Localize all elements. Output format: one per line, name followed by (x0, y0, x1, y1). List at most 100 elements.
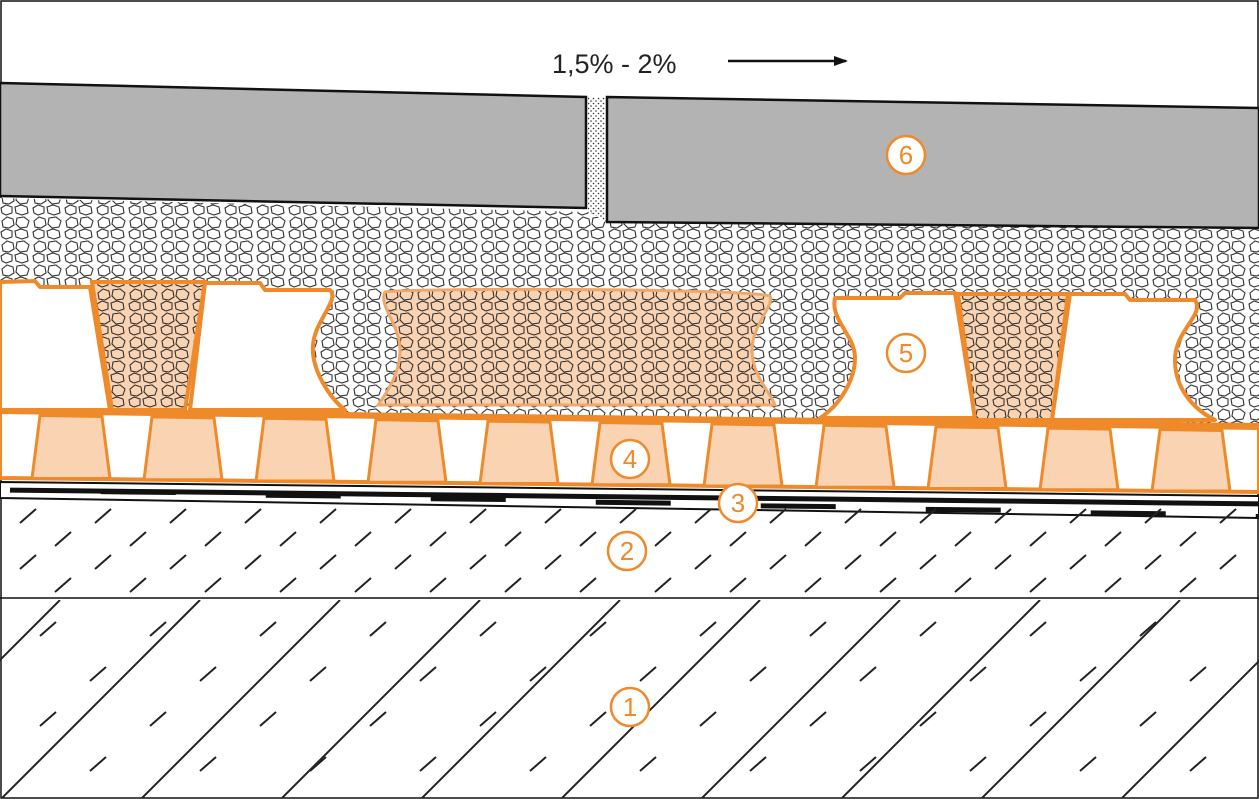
screed-dash (694, 554, 712, 570)
screed-dash (169, 508, 187, 524)
base-dash (1029, 621, 1047, 637)
screed-dash (954, 577, 972, 593)
base-dash (969, 756, 987, 772)
screed-dash (804, 531, 822, 547)
base-dash (859, 666, 877, 682)
base-dash (589, 711, 607, 727)
callout-circle (609, 686, 651, 728)
base-dash (529, 666, 547, 682)
screed-dash (654, 531, 672, 547)
membrane-stripe (339, 491, 506, 499)
screed-dash (1144, 508, 1162, 524)
membrane-stripe (999, 498, 1166, 506)
mat-cup-right (1050, 292, 1217, 422)
screed-dash (204, 531, 222, 547)
drainage-cell (702, 422, 784, 488)
base-dash (639, 666, 657, 682)
screed-dash (694, 508, 712, 524)
screed-dash (279, 577, 297, 593)
screed-dash (844, 508, 862, 524)
drainage-cell (926, 425, 1008, 490)
callout-1: 1 (609, 686, 651, 728)
screed-dash (469, 554, 487, 570)
membrane-stripe (834, 496, 1001, 504)
base-dash (479, 711, 497, 727)
base-diagonal (1120, 659, 1259, 798)
screed-dash (544, 554, 562, 570)
screed-dash (769, 508, 787, 524)
joint-fill (588, 97, 605, 222)
screed-dash (1219, 554, 1237, 570)
callout-number: 3 (731, 488, 745, 518)
screed-dash (54, 531, 72, 547)
screed-dash (1179, 577, 1197, 593)
base-dash (149, 711, 167, 727)
screed-dash (94, 508, 112, 524)
screed-dash (354, 577, 372, 593)
callout-4: 4 (609, 438, 651, 480)
gravel-column-3 (955, 292, 1071, 422)
drainage-cell (814, 423, 896, 489)
membrane-stripe (1164, 500, 1259, 507)
screed-dash (954, 531, 972, 547)
screed-dash (1029, 577, 1047, 593)
screed-dash (169, 554, 187, 570)
base-dash (859, 756, 877, 772)
base-diagonal (0, 600, 61, 662)
base-dash (529, 756, 547, 772)
base-dash (369, 621, 387, 637)
screed-hatch (19, 508, 1237, 593)
screed-dash (1144, 554, 1162, 570)
callout-number: 2 (620, 536, 634, 566)
membrane-block (265, 492, 341, 499)
screed-dash (394, 554, 412, 570)
drainage-cell (366, 418, 448, 484)
base-dash (1189, 756, 1207, 772)
mat-sheet-line (0, 408, 1259, 427)
membrane-block (100, 489, 176, 495)
screed-dash (129, 577, 147, 593)
base-dash (1079, 666, 1097, 682)
base-dash (699, 621, 717, 637)
screed-dash (504, 531, 522, 547)
callout-3: 3 (717, 482, 759, 524)
drainage-cell (1038, 426, 1120, 492)
base-dash (89, 666, 107, 682)
screed-dash (879, 577, 897, 593)
membrane-block (760, 503, 836, 510)
screed-dash (579, 577, 597, 593)
drainage-cell (142, 415, 224, 482)
base-dash (749, 666, 767, 682)
base-dash (699, 711, 717, 727)
membrane-block (595, 499, 671, 506)
screed-dash (769, 554, 787, 570)
membrane-block (430, 496, 506, 503)
base-dash (919, 711, 937, 727)
mat-cup-2 (188, 281, 347, 412)
screed-dash (244, 554, 262, 570)
base-dash (259, 621, 277, 637)
base-dash (309, 756, 327, 772)
callout-circle (606, 530, 648, 572)
screed-dash (729, 531, 747, 547)
base-diagonal (280, 600, 481, 798)
screed-dash (544, 508, 562, 524)
screed-dash (919, 554, 937, 570)
membrane-stripe (504, 493, 671, 500)
drainage-cells (30, 413, 1232, 493)
screed-dash (354, 531, 372, 547)
screed-dash (204, 577, 222, 593)
mat-cup-left (0, 279, 112, 412)
base-dash (149, 621, 167, 637)
callout-number: 1 (623, 692, 637, 722)
base-dash (1189, 666, 1207, 682)
base-dash (39, 621, 57, 637)
screed-dash (1179, 531, 1197, 547)
screed-dash (844, 554, 862, 570)
callout-5: 5 (885, 332, 927, 374)
base-dash (419, 756, 437, 772)
screed-dash (1029, 531, 1047, 547)
screed-dash (394, 508, 412, 524)
screed-dash (1069, 508, 1087, 524)
